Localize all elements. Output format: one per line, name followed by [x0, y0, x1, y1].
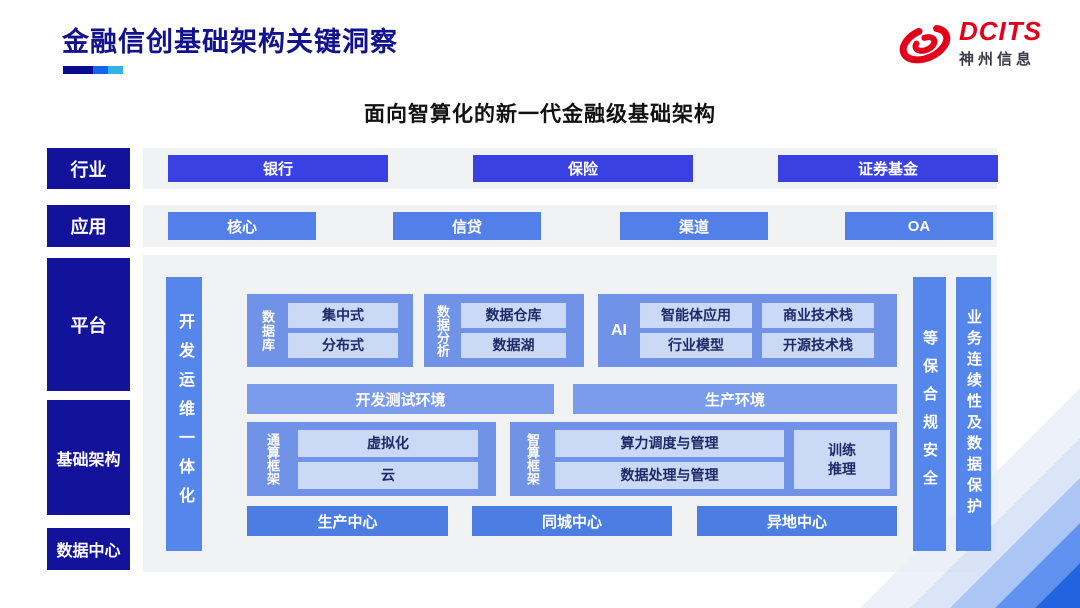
ai-item-commercial-stack: 商业技术栈 [762, 303, 874, 328]
dev-test-environment-bar: 开发测试环境 [247, 384, 554, 414]
database-section: 数据库 集中式 分布式 [247, 294, 413, 367]
layer-label-application: 应用 [47, 205, 130, 247]
database-section-label: 数据库 [260, 309, 275, 352]
page-title: 金融信创基础架构关键洞察 [62, 27, 398, 57]
analytics-section: 数据分析 数据仓库 数据湖 [424, 294, 584, 367]
intelligent-compute-item-training-inference: 训练 推理 [794, 430, 890, 489]
accent-segment-cyan [108, 66, 123, 74]
business-continuity-bar: 业务连续性及数据保护 [956, 277, 991, 551]
logo-text: DCITS 神州信息 [959, 16, 1042, 69]
security-compliance-bar: 等保合规安全 [913, 277, 946, 551]
layer-label-industry: 行业 [47, 148, 130, 189]
analytics-item-warehouse: 数据仓库 [461, 303, 566, 328]
intelligent-compute-label: 智算框架 [525, 433, 540, 485]
analytics-section-label: 数据分析 [435, 304, 450, 357]
devops-vertical-bar: 开发运维一体化 [166, 277, 202, 551]
diagram-title: 面向智算化的新一代金融级基础架构 [364, 103, 716, 126]
analytics-item-lake: 数据湖 [461, 333, 566, 358]
general-compute-item-virtualization: 虚拟化 [298, 430, 478, 457]
database-item-centralized: 集中式 [288, 303, 398, 328]
center-samecity: 同城中心 [472, 506, 672, 536]
center-remote: 异地中心 [697, 506, 897, 536]
ai-section: AI 智能体应用 商业技术栈 行业模型 开源技术栈 [598, 294, 897, 367]
general-compute-label: 通算框架 [265, 433, 280, 485]
accent-segment-dark [63, 66, 93, 74]
layer-label-platform: 平台 [47, 258, 130, 391]
application-item-oa: OA [845, 212, 993, 240]
logo-brand: DCITS [959, 16, 1042, 46]
general-compute-item-cloud: 云 [298, 462, 478, 489]
intelligent-compute-item-scheduling: 算力调度与管理 [555, 430, 784, 457]
logo-company: 神州信息 [959, 51, 1036, 69]
layer-label-infrastructure: 基础架构 [47, 400, 130, 515]
dcits-swirl-icon [899, 24, 951, 63]
accent-segment-blue [93, 66, 108, 74]
ai-section-label: AI [611, 321, 627, 339]
layer-label-datacenter: 数据中心 [47, 528, 130, 570]
application-item-core: 核心 [168, 212, 316, 240]
intelligent-compute-item-dataprocessing: 数据处理与管理 [555, 462, 784, 489]
intelligent-compute-section: 智算框架 算力调度与管理 数据处理与管理 训练 推理 [510, 422, 897, 496]
ai-item-opensource-stack: 开源技术栈 [762, 333, 874, 358]
logo: DCITS 神州信息 [897, 16, 1042, 69]
application-item-credit: 信贷 [393, 212, 541, 240]
industry-item-bank: 银行 [168, 155, 388, 182]
production-environment-bar: 生产环境 [573, 384, 897, 414]
industry-item-insurance: 保险 [473, 155, 693, 182]
ai-item-industry-model: 行业模型 [640, 333, 752, 358]
application-item-channel: 渠道 [620, 212, 768, 240]
ai-item-agent-app: 智能体应用 [640, 303, 752, 328]
industry-item-securities: 证券基金 [778, 155, 998, 182]
title-accent-bar [63, 66, 123, 74]
database-item-distributed: 分布式 [288, 333, 398, 358]
general-compute-section: 通算框架 虚拟化 云 [247, 422, 496, 496]
center-production: 生产中心 [247, 506, 448, 536]
